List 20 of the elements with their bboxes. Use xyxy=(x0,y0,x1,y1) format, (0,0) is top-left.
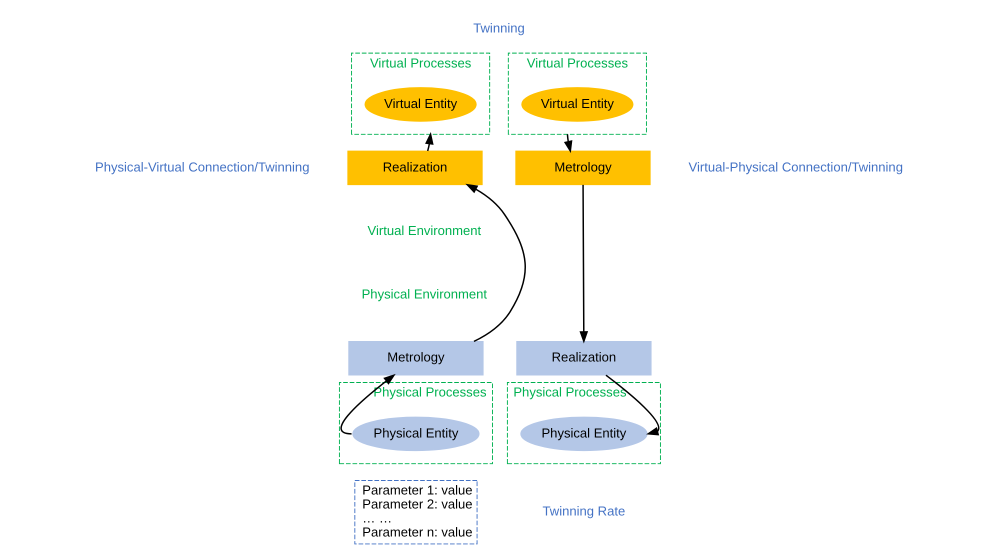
label: Physical Environment xyxy=(361,286,487,302)
node-box: Realization xyxy=(346,150,482,186)
node-box: Metrology xyxy=(348,340,484,376)
node-ellipse: Virtual Entity xyxy=(364,87,476,122)
arrow xyxy=(464,184,526,342)
label: Twinning Rate xyxy=(542,504,625,519)
node-ellipse: Physical Entity xyxy=(352,416,480,452)
label: Virtual-Physical Connection/Twinning xyxy=(688,159,902,174)
node-box: Realization xyxy=(516,340,652,376)
arrow xyxy=(340,374,396,435)
label: Twinning xyxy=(472,20,524,36)
arrow xyxy=(605,374,659,436)
label: Virtual Environment xyxy=(367,222,481,238)
node-ellipse: Physical Entity xyxy=(520,416,648,452)
arrow xyxy=(424,132,434,152)
node-box: Metrology xyxy=(514,150,650,186)
label: Physical-Virtual Connection/Twinning xyxy=(94,159,309,174)
arrow xyxy=(578,184,588,344)
node-ellipse: Virtual Entity xyxy=(520,87,633,122)
node-box: Parameter 1: value Parameter 2: value … … Parameter n: value xyxy=(354,480,478,544)
